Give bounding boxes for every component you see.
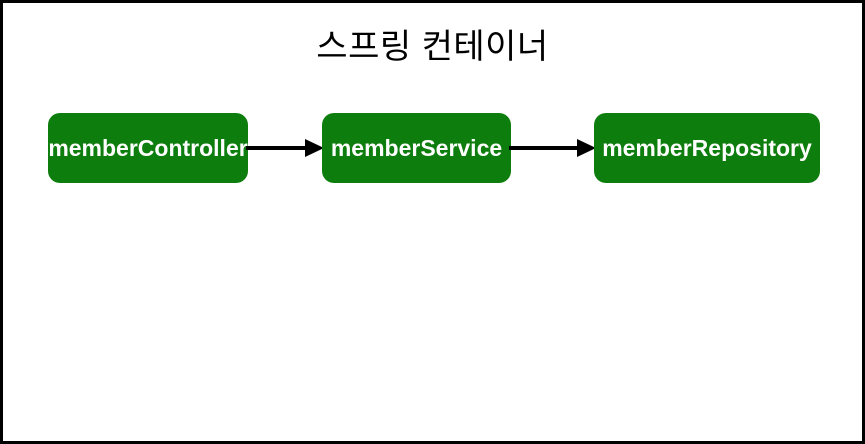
node-member-controller: memberController	[48, 113, 248, 183]
arrow-right-icon	[246, 139, 324, 157]
node-member-repository: memberRepository	[594, 113, 820, 183]
node-member-service: memberService	[322, 113, 511, 183]
arrow-controller-to-service	[246, 134, 324, 162]
node-member-service-label: memberService	[330, 134, 503, 161]
node-member-repository-label: memberRepository	[602, 134, 812, 161]
node-member-controller-label: memberController	[48, 134, 248, 161]
arrow-right-icon	[509, 139, 596, 157]
arrow-service-to-repository	[509, 134, 596, 162]
diagram-title: 스프링 컨테이너	[316, 28, 549, 66]
